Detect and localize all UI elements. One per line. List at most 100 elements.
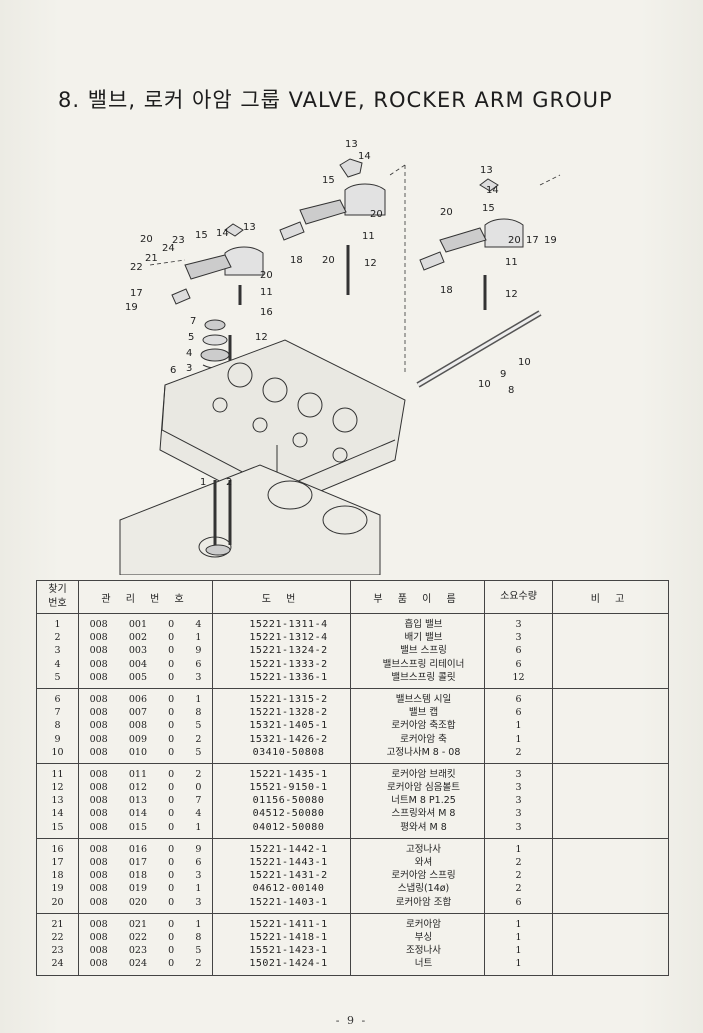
part-qty: 6 (515, 693, 522, 705)
diagram-label-13b: 13 (480, 165, 493, 176)
part-no: 4 (54, 658, 61, 670)
mgmt-code: 013 (128, 795, 148, 807)
diagram-label-12: 12 (364, 258, 377, 269)
mgmt-code: 008 (89, 918, 108, 930)
part-no: 19 (51, 883, 64, 895)
mgmt-code: 008 (89, 720, 108, 732)
diagram-label-5: 5 (188, 332, 194, 343)
diagram-label-12b: 12 (505, 289, 518, 300)
header-remark: 비 고 (552, 580, 669, 614)
part-qty: 3 (515, 821, 522, 833)
mgmt-code: 008 (89, 931, 108, 943)
drawing-number: 04612-00140 (252, 883, 325, 895)
mgmt-code: 3 (195, 671, 202, 683)
drawing-number: 15221-1333-2 (249, 658, 328, 670)
part-qty: 2 (515, 870, 522, 882)
drawing-number: 01156-50080 (252, 795, 325, 807)
mgmt-code: 022 (128, 931, 148, 943)
part-no: 17 (51, 857, 64, 868)
diagram-label-22: 22 (130, 262, 143, 273)
mgmt-code: 008 (89, 808, 108, 820)
mgmt-code: 015 (128, 821, 148, 833)
diagram-label-19: 19 (544, 235, 557, 246)
mgmt-code: 0 (168, 870, 175, 882)
part-no: 20 (51, 896, 64, 908)
part-qty: 1 (515, 720, 522, 732)
mgmt-code: 0 (168, 843, 175, 855)
drawing-number: 15321-1426-2 (249, 733, 328, 745)
mgmt-code: 012 (128, 782, 148, 794)
part-qty: 3 (515, 795, 522, 807)
part-qty: 3 (515, 632, 522, 644)
diagram-label-13c: 13 (243, 222, 256, 233)
diagram-label-21: 21 (145, 253, 158, 264)
part-no: 5 (54, 671, 61, 683)
mgmt-code: 6 (195, 857, 202, 868)
diagram-label-20e: 20 (140, 234, 153, 245)
mgmt-code: 0 (168, 707, 175, 719)
diagram-label-19b: 19 (125, 302, 138, 313)
mgmt-code: 008 (89, 857, 108, 868)
mgmt-code: 009 (128, 733, 148, 745)
part-name: 밸브 캡 (408, 707, 439, 719)
mgmt-code: 007 (128, 707, 148, 719)
mgmt-code: 023 (128, 945, 148, 957)
mgmt-code: 0 (168, 857, 175, 868)
part-no: 6 (54, 693, 61, 705)
mgmt-code: 008 (89, 870, 108, 882)
diagram-label-20b: 20 (322, 255, 335, 266)
mgmt-code: 002 (128, 632, 148, 644)
mgmt-code: 008 (89, 821, 108, 833)
cell-remark (552, 613, 669, 689)
mgmt-code: 008 (89, 619, 108, 630)
diagram-label-20d: 20 (508, 235, 521, 246)
drawing-number: 15221-1435-1 (249, 768, 328, 780)
part-name: 부싱 (414, 931, 433, 943)
part-no: 14 (51, 808, 64, 820)
part-name: 밸브스프링 리테이너 (382, 658, 465, 670)
diagram-label-15: 15 (322, 175, 335, 186)
mgmt-code: 0 (168, 619, 175, 630)
part-qty: 3 (515, 619, 522, 630)
drawing-number: 15321-1405-1 (249, 720, 328, 732)
part-name: 로커아암 축 (400, 733, 447, 745)
mgmt-code: 5 (195, 720, 202, 732)
diagram-label-14: 14 (358, 151, 371, 162)
mgmt-code: 010 (128, 746, 148, 758)
drawing-number: 15221-1311-4 (249, 619, 328, 630)
mgmt-code: 008 (89, 746, 108, 758)
part-qty: 3 (515, 808, 522, 820)
header-drawing: 도 번 (212, 580, 351, 614)
diagram-label-12c: 12 (255, 332, 268, 343)
part-no: 1 (54, 619, 61, 630)
mgmt-code: 008 (89, 843, 108, 855)
mgmt-code: 0 (168, 821, 175, 833)
mgmt-code: 0 (168, 782, 175, 794)
